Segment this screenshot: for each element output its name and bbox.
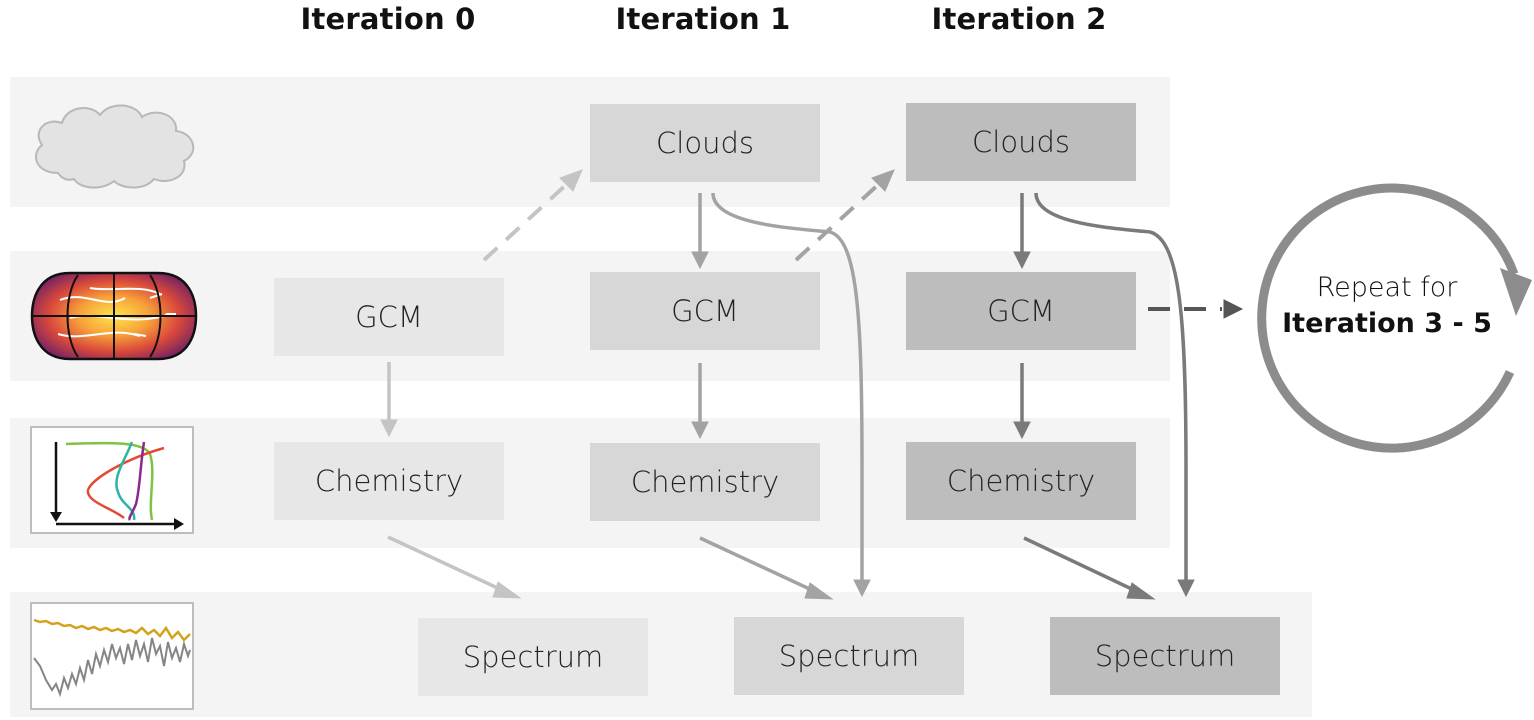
- arrowhead-iter2-chemistry: [1013, 421, 1031, 440]
- arrowhead-iter2-clouds: [871, 169, 895, 192]
- chemistry-profile-icon: [50, 441, 184, 530]
- iter1-clouds-box: Clouds: [590, 104, 820, 182]
- iter1-spectrum-box: Spectrum: [734, 617, 964, 695]
- arrowhead-iter1-chemistry: [691, 421, 709, 440]
- header-iteration-2: Iteration 2: [931, 2, 1107, 36]
- arrowhead-iter2-spectrum-curve: [1177, 579, 1195, 598]
- arrowhead-iter0-spectrum: [492, 581, 522, 599]
- header-iteration-0: Iteration 0: [300, 2, 476, 36]
- arrowhead-iter1-gcm: [691, 251, 709, 270]
- iter0-gcm-box: GCM: [274, 278, 504, 356]
- iter2-gcm-box: GCM: [906, 272, 1136, 350]
- header-iteration-1: Iteration 1: [615, 2, 791, 36]
- dashed-arrow-iter0-gcm-to-iter1-clouds: [482, 181, 570, 262]
- iter1-gcm-box: GCM: [590, 272, 820, 350]
- arrow-iter2-chemistry-to-spectrum: [1023, 536, 1139, 594]
- repeat-label: Repeat for Iteration 3 - 5: [1262, 270, 1512, 342]
- repeat-loop-icon: [1257, 183, 1532, 453]
- repeat-line2: Iteration 3 - 5: [1282, 308, 1492, 339]
- repeat-line1: Repeat for: [1316, 272, 1458, 303]
- iter1-chemistry-box: Chemistry: [590, 443, 820, 521]
- arrow-iter1-chemistry-to-spectrum: [699, 536, 817, 594]
- iter0-arrows: [380, 169, 583, 599]
- arrowhead-iter2-spectrum: [1126, 582, 1156, 600]
- spectrum-plot-icon: [33, 618, 191, 698]
- spectrum-icon-frame: [30, 602, 194, 710]
- arrowhead-iter2-gcm: [1013, 251, 1031, 270]
- arrowhead-iter1-clouds: [559, 169, 583, 192]
- arrow-iter0-chemistry-to-spectrum: [387, 535, 505, 593]
- chemistry-icon-frame: [30, 426, 194, 534]
- cloud-icon: [34, 104, 195, 189]
- iter0-chemistry-box: Chemistry: [274, 442, 504, 520]
- arrow-iter1-clouds-to-spectrum: [711, 192, 864, 580]
- iter2-chemistry-box: Chemistry: [906, 442, 1136, 520]
- iter1-arrows: [691, 169, 895, 600]
- iter2-clouds-box: Clouds: [906, 103, 1136, 181]
- arrowhead-iter0-chemistry: [380, 419, 398, 438]
- iter2-arrows: [1013, 192, 1195, 600]
- dashed-arrow-iter1-gcm-to-iter2-clouds: [794, 181, 882, 262]
- arrowhead-iter1-spectrum: [804, 582, 834, 600]
- repeat-dashed-arrow: [1148, 299, 1244, 319]
- arrowhead-iter1-spectrum-curve: [853, 579, 871, 598]
- iter2-spectrum-box: Spectrum: [1050, 617, 1280, 695]
- iter0-spectrum-box: Spectrum: [418, 618, 648, 696]
- gcm-map-icon: [30, 271, 198, 361]
- arrow-iter2-clouds-to-spectrum: [1034, 192, 1188, 580]
